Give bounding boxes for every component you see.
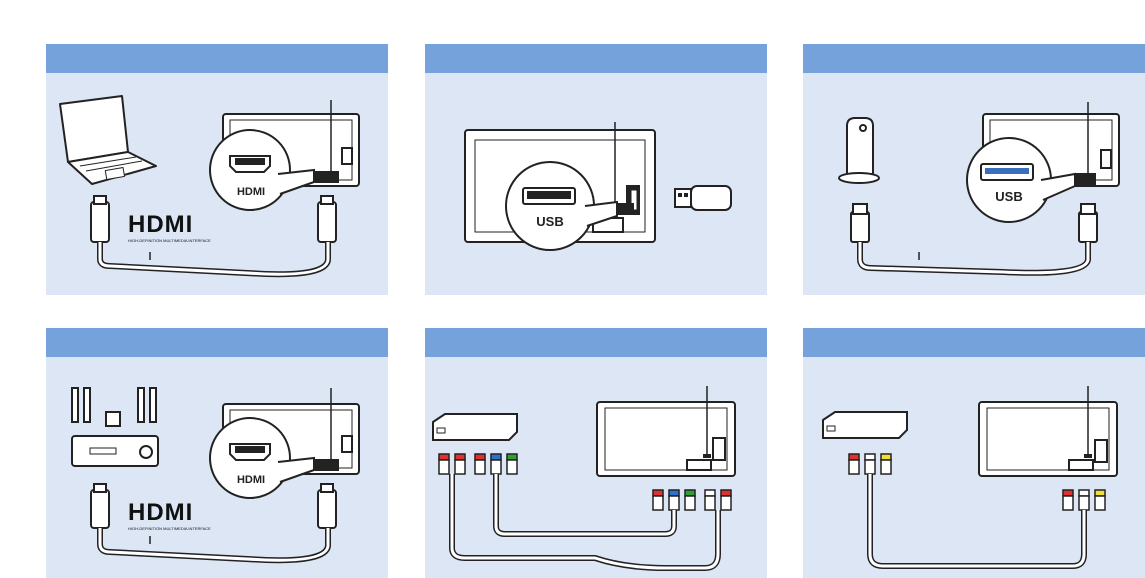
- hdmi-cable: [90, 483, 337, 564]
- external-drive-icon: [838, 117, 880, 184]
- component-cable: [449, 474, 721, 571]
- panel-usb-stick: USB: [425, 44, 767, 295]
- usb-port-magnifier: [966, 137, 1076, 223]
- composite-connectors-right: [1062, 489, 1106, 511]
- usb-port-label: USB: [995, 189, 1022, 204]
- set-top-box-icon: [432, 413, 518, 441]
- hdmi-port-label: HDMI: [237, 474, 265, 486]
- hdmi-logo-subtitle: HIGH-DEFINITION MULTIMEDIA INTERFACE: [128, 526, 211, 531]
- panel-composite-video: [803, 328, 1145, 578]
- tv-icon: [596, 401, 736, 477]
- home-theater-icon: [71, 387, 159, 467]
- panel-usb-hdd: USB: [803, 44, 1145, 295]
- hdmi-port-magnifier: [209, 129, 315, 211]
- composite-video-diagram: [822, 386, 1118, 569]
- usb-stick-icon: [674, 185, 732, 211]
- panel-hdmi-laptop: HDMI HDMI HIGH-DEFINITION MULTIMEDIA INT…: [46, 44, 388, 295]
- hdmi-logo: HDMI: [128, 211, 193, 238]
- usb-cable: [850, 203, 1098, 276]
- hdmi-hometheater-diagram: HDMI HDMI HIGH-DEFINITION MULTIMEDIA INT…: [71, 387, 360, 564]
- hdmi-cable: [90, 195, 337, 278]
- composite-connectors-left: [848, 453, 892, 475]
- component-connectors-right: [652, 489, 732, 511]
- hdmi-port-label: HDMI: [237, 186, 265, 198]
- panel-component-video: [425, 328, 767, 578]
- hdmi-laptop-diagram: HDMI HDMI HIGH-DEFINITION MULTIMEDIA INT…: [59, 95, 360, 278]
- panel-header: [425, 44, 767, 73]
- usb-hdd-diagram: USB: [838, 102, 1120, 276]
- hdmi-logo-subtitle: HIGH-DEFINITION MULTIMEDIA INTERFACE: [128, 238, 211, 243]
- usb-stick-diagram: USB: [464, 122, 732, 251]
- usb-port-label: USB: [536, 214, 563, 229]
- set-top-box-icon: [822, 411, 908, 439]
- panel-header: [803, 328, 1145, 357]
- hdmi-logo: HDMI: [128, 499, 193, 526]
- usb-port-magnifier: [505, 161, 618, 251]
- component-video-diagram: [432, 386, 736, 571]
- panel-hdmi-hometheater: HDMI HDMI HIGH-DEFINITION MULTIMEDIA INT…: [46, 328, 388, 578]
- panel-header: [425, 328, 767, 357]
- component-connectors-left: [438, 453, 518, 475]
- tv-icon: [978, 401, 1118, 477]
- panel-header: [803, 44, 1145, 73]
- panel-header: [46, 328, 388, 357]
- composite-cable: [867, 474, 1087, 569]
- hdmi-port-magnifier: [209, 417, 315, 499]
- laptop-icon: [59, 95, 157, 185]
- panel-header: [46, 44, 388, 73]
